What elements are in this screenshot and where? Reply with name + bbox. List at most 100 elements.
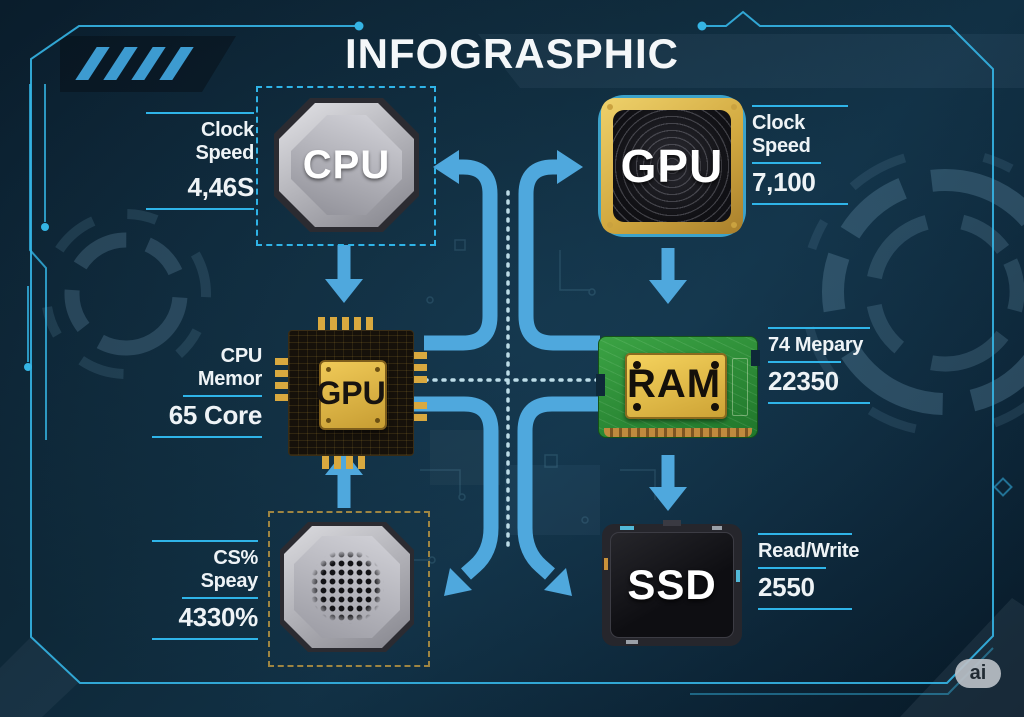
ram-copper-edge [604, 428, 752, 437]
ssd-tick [712, 526, 722, 530]
divider-line [768, 361, 842, 363]
gpu-mid-chip: GPU [275, 317, 427, 469]
ram-stat-value: 22350 [768, 366, 839, 396]
divider-line [182, 395, 262, 397]
divider-line [752, 203, 848, 205]
ai-watermark-badge: ai [955, 659, 1001, 688]
top-right-panel [478, 34, 1024, 88]
screw-dot [633, 403, 641, 411]
chip-pin [358, 456, 365, 469]
screw-dot [326, 418, 331, 423]
cpu-stat-block: Clock Speed 4,46S [146, 112, 254, 210]
cpu-dashed-outline [256, 86, 436, 246]
sensor-chip [280, 522, 414, 652]
chip-pin [330, 317, 337, 330]
screw-dot [326, 367, 331, 372]
flow-arrowheads [433, 150, 583, 596]
divider-line [181, 597, 258, 599]
flow-arrows-straight [325, 245, 687, 511]
cpu-chip-label: CPU [302, 142, 391, 187]
chip-pin [275, 382, 288, 389]
screw-dot [633, 361, 641, 369]
ram-chip-die [625, 353, 727, 419]
slash-decoration [75, 47, 194, 80]
chip-pin [414, 376, 427, 383]
chip-pin [354, 317, 361, 330]
divider-line [152, 540, 258, 542]
gpu-mid-stat-label: CPU Memor [197, 345, 262, 390]
gpu-top-stat-block: Clock Speed 7,100 [752, 105, 848, 205]
gpu-mid-chip-label: GPU [316, 374, 386, 411]
gpu-top-stat-label: Clock Speed [752, 112, 811, 157]
divider-line [758, 608, 852, 610]
divider-line [752, 162, 822, 164]
sensor-stat-block: CS% Speay 4330% [152, 540, 258, 640]
divider-line [146, 112, 254, 114]
dotted-guides [414, 190, 612, 554]
cpu-chip: CPU [274, 98, 419, 232]
ssd-tick [626, 640, 638, 644]
sensor-dot-grid [310, 550, 384, 624]
ssd-chip-label: SSD [627, 561, 717, 608]
page-title: INFOGRASPHIC [344, 30, 679, 77]
chip-pin [275, 370, 288, 377]
slash-icon [103, 47, 138, 80]
sensor-gold-outline [268, 511, 430, 667]
frame-node-dot [24, 363, 32, 371]
divider-line [768, 402, 870, 404]
gpu-mid-stat-block: CPU Memor 65 Core [152, 340, 262, 438]
ssd-stat-value: 2550 [758, 572, 815, 602]
gpu-mid-stat-value: 65 Core [168, 400, 263, 430]
chip-pin [322, 456, 329, 469]
divider-line [768, 327, 870, 329]
screw-dot [375, 367, 380, 372]
cpu-stat-label: Clock Speed [195, 119, 254, 164]
screw-dot [711, 403, 719, 411]
chip-pin [414, 402, 427, 409]
bottom-right-band [900, 598, 1024, 717]
ssd-tick [736, 570, 740, 582]
divider-line [758, 533, 852, 535]
ram-chip: RAM [596, 336, 760, 438]
ssd-chip: SSD [602, 520, 742, 646]
frame-node-dot [41, 223, 49, 231]
board-notch [596, 374, 605, 396]
gpu-mid-chip-die [319, 360, 387, 430]
chip-pin [275, 358, 288, 365]
chip-pin [366, 317, 373, 330]
cpu-stat-value: 4,46S [187, 172, 255, 202]
ram-stat-label: 74 Mepary [768, 334, 864, 356]
frame-node-dot [697, 21, 707, 31]
flow-arrows-curved [414, 159, 600, 580]
frame-node-dot [354, 21, 364, 31]
screw-dot [731, 222, 737, 228]
chip-pin [342, 317, 349, 330]
ram-stat-block: 74 Mepary 22350 [768, 327, 870, 404]
ssd-tick [620, 526, 634, 530]
chip-pin [346, 456, 353, 469]
left-ring-decoration [41, 209, 211, 379]
divider-line [152, 638, 258, 640]
divider-line [152, 436, 262, 438]
screw-dot [607, 222, 613, 228]
chip-pin [275, 394, 288, 401]
bottom-left-band [0, 637, 78, 717]
ai-watermark-text: ai [969, 662, 987, 684]
divider-line [752, 105, 848, 107]
chip-pin [414, 352, 427, 359]
slash-icon [131, 47, 166, 80]
sensor-stat-label: CS% Speay [200, 547, 259, 592]
chip-pin [414, 414, 427, 421]
board-notch [751, 350, 760, 366]
screw-dot [711, 361, 719, 369]
ssd-stat-block: Read/Write 2550 [758, 533, 859, 610]
screw-dot [731, 104, 737, 110]
chip-pin [334, 456, 341, 469]
ram-chip-label: RAM [626, 361, 722, 406]
gpu-top-stat-value: 7,100 [752, 167, 816, 197]
screw-dot [607, 104, 613, 110]
ssd-tab [663, 520, 681, 526]
ram-pad-column [732, 358, 748, 416]
